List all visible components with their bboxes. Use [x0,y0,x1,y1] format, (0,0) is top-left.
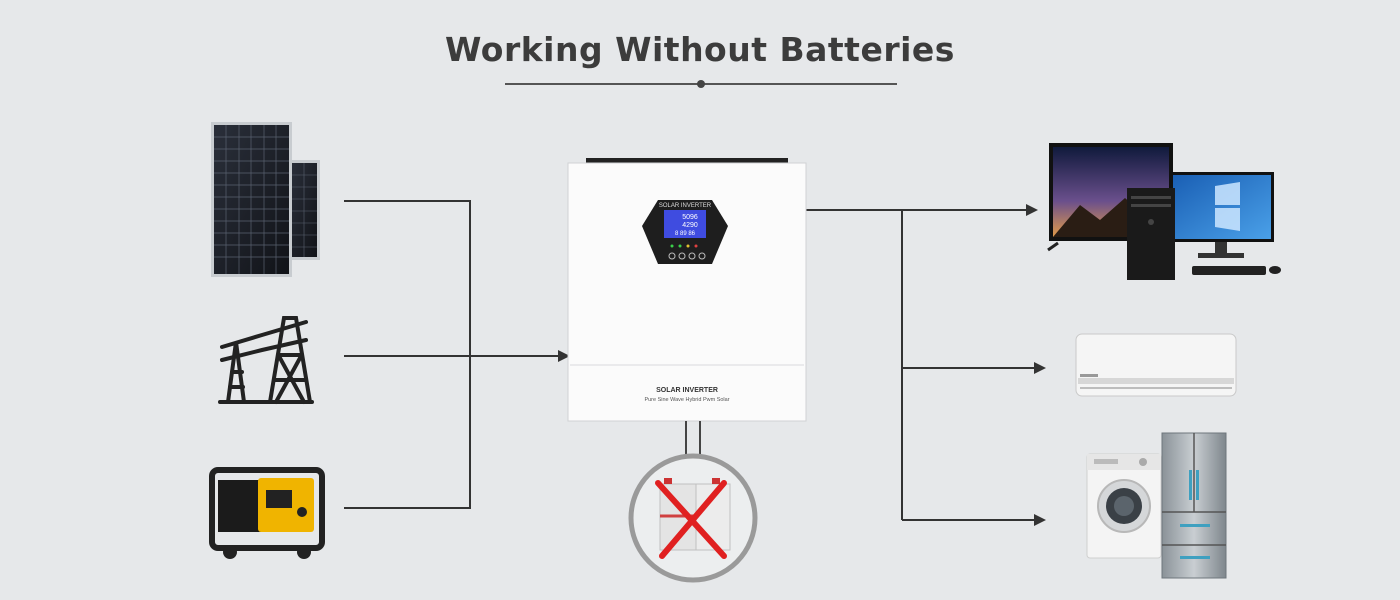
page-title: Working Without Batteries [445,30,955,69]
generator-icon [209,467,325,559]
input-lines [344,200,570,509]
inverter-brand-top: SOLAR INVERTER [659,203,712,209]
tv-computer-icon [1047,143,1281,280]
air-conditioner-icon [1075,333,1237,397]
inverter-subtitle: Pure Sine Wave Hybrid Pwm Solar [644,397,729,403]
lcd-line3: 8 89 86 [675,231,696,237]
washer-fridge-icon [1086,432,1227,579]
title-underline [505,80,897,88]
output-lines [805,204,1046,526]
battery-crossed-icon [628,421,758,583]
power-tower-icon [218,316,314,404]
inverter-brand-bottom: SOLAR INVERTER [656,387,718,394]
inverter-unit: SOLAR INVERTER 5096 4290 8 89 86 SOLAR I… [567,158,807,422]
solar-panel-icon [211,122,320,277]
lcd-line2: 4290 [682,222,698,229]
lcd-line1: 5096 [682,214,698,221]
source-bus-line [344,200,471,509]
